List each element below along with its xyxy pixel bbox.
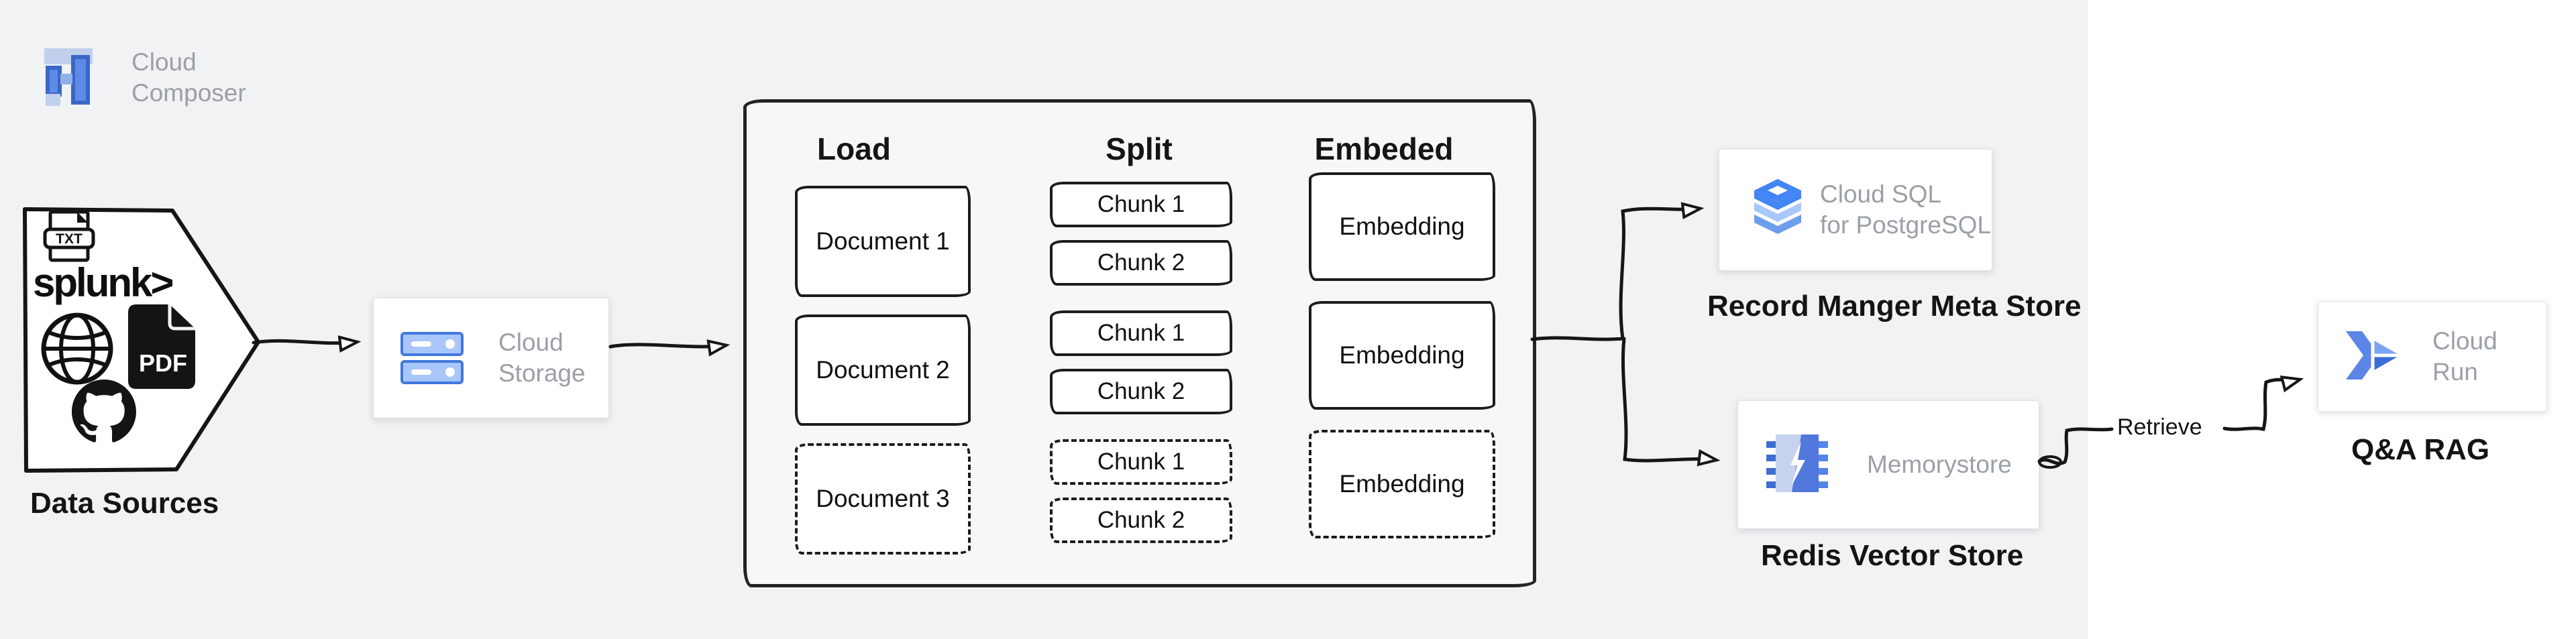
data-sources-node: TXT splunk> PDF [10, 194, 275, 479]
chunk-box: Chunk 1 [1050, 310, 1232, 356]
cloud-sql-node: Cloud SQL for PostgreSQL [1719, 149, 1992, 271]
retrieve-edge-label: Retrieve [2117, 414, 2202, 440]
record-manager-caption: Record Manger Meta Store [1707, 290, 2082, 323]
cloud-run-label: Cloud Run [2432, 327, 2498, 386]
cloud-sql-icon [1754, 178, 1801, 241]
chunk-box: Chunk 2 [1050, 240, 1232, 286]
svg-text:PDF: PDF [139, 349, 187, 377]
globe-icon [41, 312, 113, 385]
cloud-storage-label: Cloud Storage [498, 327, 586, 389]
chunk-box: Chunk 1 [1050, 182, 1232, 227]
cloud-storage-icon [400, 332, 464, 384]
redis-vector-store-caption: Redis Vector Store [1761, 539, 2024, 572]
column-header-load: Load [817, 131, 891, 166]
embedding-box: Embedding [1309, 301, 1495, 410]
document-box: Document 1 [795, 186, 971, 297]
data-sources-caption: Data Sources [30, 487, 219, 520]
cloud-sql-label-line2: for PostgreSQL [1820, 211, 1992, 239]
chunk-box: Chunk 1 [1050, 439, 1232, 485]
column-header-embed: Embeded [1314, 131, 1454, 166]
cloud-storage-label-line1: Cloud [498, 329, 564, 356]
cloud-run-node: Cloud Run [2318, 301, 2547, 412]
cloud-composer-label: Cloud Composer [131, 47, 246, 109]
cloud-composer-icon [40, 43, 98, 107]
cloud-sql-label: Cloud SQL for PostgreSQL [1820, 179, 1991, 241]
cloud-composer-label-line1: Cloud [131, 48, 197, 76]
qa-rag-caption: Q&A RAG [2351, 433, 2490, 466]
chunk-box: Chunk 2 [1050, 498, 1232, 543]
txt-file-icon: TXT [43, 210, 95, 262]
column-header-split: Split [1106, 131, 1173, 166]
memorystore-label: Memorystore [1867, 451, 2012, 478]
cloud-storage-label-line2: Storage [498, 359, 586, 387]
chunk-box: Chunk 2 [1050, 369, 1232, 414]
cloud-composer-label-line2: Composer [131, 79, 246, 107]
document-box: Document 2 [795, 314, 971, 426]
memorystore-icon [1766, 432, 1828, 495]
pipeline-container: Load Split Embeded Document 1 Chunk 1 Ch… [743, 99, 1536, 587]
memorystore-node: Memorystore [1737, 400, 2039, 529]
cloud-sql-label-line1: Cloud SQL [1820, 180, 1941, 208]
embedding-box: Embedding [1309, 430, 1495, 538]
pdf-file-icon: PDF [128, 304, 195, 389]
splunk-logo: splunk> [33, 260, 172, 305]
cloud-run-icon [2342, 326, 2406, 385]
embedding-box: Embedding [1309, 172, 1495, 281]
document-box: Document 3 [795, 443, 971, 555]
cloud-storage-node: Cloud Storage [373, 298, 609, 418]
github-icon [72, 380, 136, 443]
arrow-retrieve-to-cloud-run [2222, 380, 2300, 431]
svg-text:TXT: TXT [56, 231, 83, 247]
